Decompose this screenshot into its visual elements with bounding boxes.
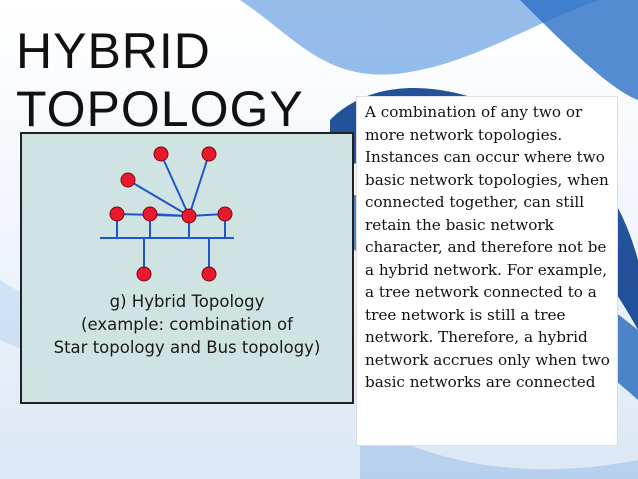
caption-line: Star topology and Bus topology) (53, 338, 321, 357)
star-link (188, 153, 210, 217)
network-node (120, 172, 136, 188)
network-node (142, 206, 158, 222)
star-link (127, 179, 190, 217)
network-node (181, 208, 197, 224)
network-node (201, 146, 217, 162)
caption-line: g) Hybrid Topology (109, 292, 265, 311)
diagram-caption: g) Hybrid Topology (example: combination… (22, 290, 352, 359)
network-node (153, 146, 169, 162)
network-node (109, 206, 125, 222)
network-node (217, 206, 233, 222)
star-link (160, 153, 190, 217)
diagram-panel: g) Hybrid Topology (example: combination… (20, 132, 354, 404)
hybrid-topology-diagram (100, 146, 234, 282)
network-node (136, 266, 152, 282)
slide-title: HYBRID TOPOLOGY (16, 23, 304, 137)
network-node (201, 266, 217, 282)
description-text: A combination of any two or more network… (356, 96, 618, 446)
caption-line: (example: combination of (81, 315, 293, 334)
